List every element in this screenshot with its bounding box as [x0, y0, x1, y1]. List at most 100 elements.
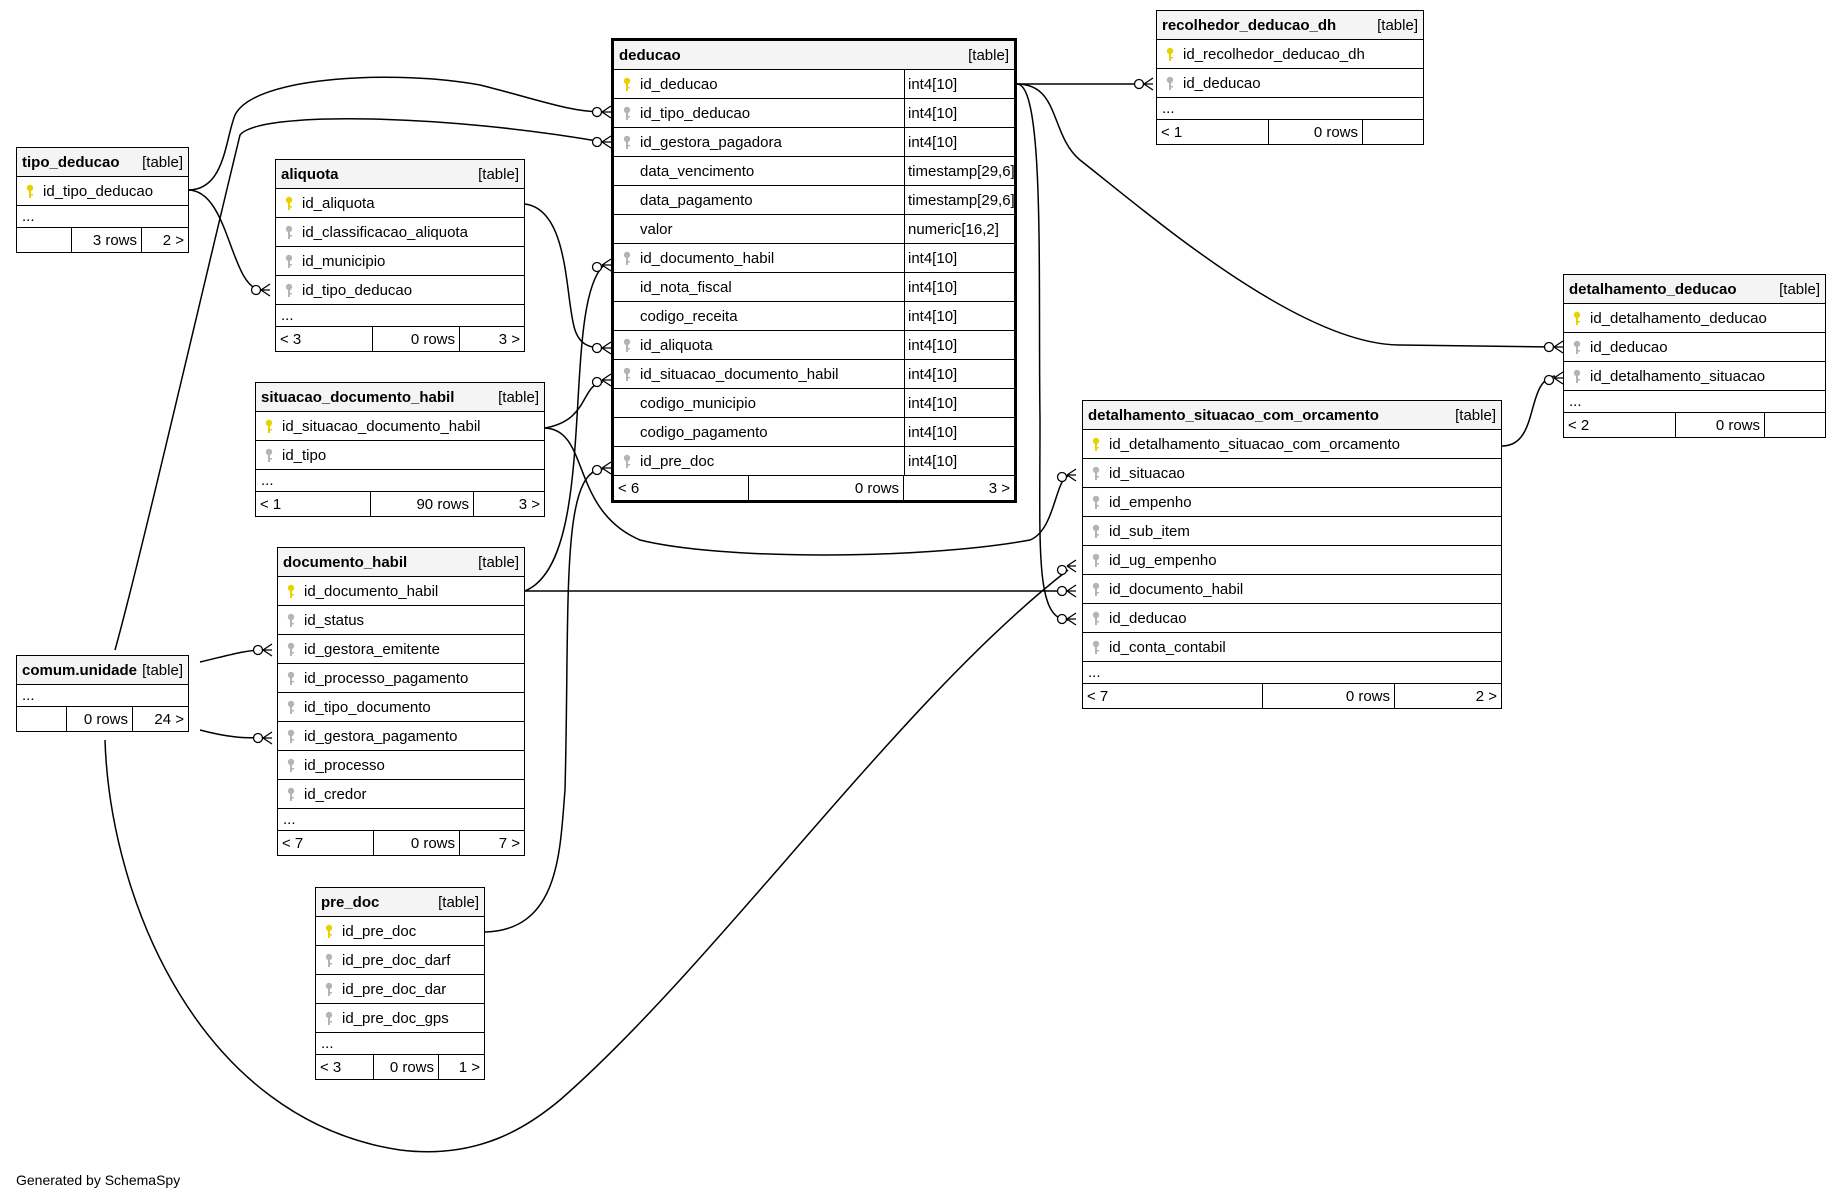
column-row[interactable]: id_sub_item [1083, 517, 1501, 546]
column-row[interactable]: id_tipo_documento [278, 693, 524, 722]
more-columns-ellipsis: ... [256, 470, 544, 492]
children-count[interactable]: 3 > [988, 479, 1010, 497]
table-tipo-deducao[interactable]: tipo_deducao[table]id_tipo_deducao...3 r… [16, 147, 189, 253]
edge-deducao-detalhamento-situacao [1016, 83, 1069, 621]
column-row[interactable]: id_pre_doc_gps [316, 1004, 484, 1033]
column-row[interactable]: id_status [278, 606, 524, 635]
column-row[interactable]: id_detalhamento_situacao [1564, 362, 1825, 391]
column-row[interactable]: id_detalhamento_situacao_com_orcamento [1083, 430, 1501, 459]
foreign-key-icon [1089, 553, 1103, 568]
column-row[interactable]: id_pre_doc_dar [316, 975, 484, 1004]
column-row[interactable]: id_credor [278, 780, 524, 809]
foreign-key-icon [1089, 611, 1103, 626]
column-name: id_tipo_deducao [43, 182, 154, 200]
parents-count[interactable]: < 1 [1157, 120, 1269, 144]
parents-count[interactable]: < 3 [316, 1055, 374, 1079]
column-row[interactable]: id_aliquota [276, 189, 524, 218]
column-row[interactable]: id_deducao [1157, 69, 1423, 98]
column-name: id_pre_doc [342, 922, 417, 940]
table-detalhamento-deducao[interactable]: detalhamento_deducao[table]id_detalhamen… [1563, 274, 1826, 438]
column-row[interactable]: id_classificacao_aliquota [276, 218, 524, 247]
foreign-key-icon [1089, 495, 1103, 510]
parents-count[interactable]: < 1 [256, 492, 371, 516]
column-row[interactable]: id_gestora_pagamento [278, 722, 524, 751]
children-count[interactable]: 1 > [458, 1058, 480, 1076]
column-row[interactable]: id_tipo_deducao [17, 177, 188, 206]
table-situacao-documento-habil[interactable]: situacao_documento_habil[table]id_situac… [255, 382, 545, 517]
parents-count[interactable]: < 7 [278, 831, 374, 855]
foreign-key-icon [284, 787, 298, 802]
parents-count[interactable]: < 7 [1083, 684, 1263, 708]
column-row[interactable]: id_situacao [1083, 459, 1501, 488]
column-row[interactable]: id_municipio [276, 247, 524, 276]
column-row[interactable]: id_documento_habil [1083, 575, 1501, 604]
table-recolhedor-deducao-dh[interactable]: recolhedor_deducao_dh[table]id_recolhedo… [1156, 10, 1424, 145]
parents-count[interactable]: < 2 [1564, 413, 1676, 437]
column-row[interactable]: id_tipo [256, 441, 544, 470]
column-row[interactable]: id_conta_contabil [1083, 633, 1501, 662]
column-row[interactable]: id_ug_empenho [1083, 546, 1501, 575]
column-row[interactable]: id_pre_doc [316, 917, 484, 946]
parents-count[interactable] [17, 228, 72, 252]
children-count[interactable]: 2 > [162, 231, 184, 249]
column-name: codigo_pagamento [640, 423, 768, 441]
children-count[interactable]: 3 > [518, 495, 540, 513]
column-row[interactable]: id_documento_habil [278, 577, 524, 606]
column-row[interactable]: id_tipo_deducao [276, 276, 524, 305]
table-name: detalhamento_deducao [1569, 280, 1737, 298]
edge-unidade-ug-empenho [104, 569, 1069, 1153]
column-row[interactable]: id_deducao [1564, 333, 1825, 362]
column-row[interactable]: id_empenho [1083, 488, 1501, 517]
children-count[interactable] [1765, 413, 1825, 437]
column-name: id_sub_item [1109, 522, 1190, 540]
column-row[interactable]: id_detalhamento_deducao [1564, 304, 1825, 333]
column-row[interactable]: id_processo_pagamento [278, 664, 524, 693]
edge-tipo-deducao-deducao [187, 76, 604, 191]
edge-documento-deducao [524, 265, 604, 592]
column-row[interactable]: id_situacao_documento_habil [256, 412, 544, 441]
column-row[interactable]: id_recolhedor_deducao_dh [1157, 40, 1423, 69]
table-detalhamento-situacao-com-orcamento[interactable]: detalhamento_situacao_com_orcamento[tabl… [1082, 400, 1502, 709]
column-row[interactable]: id_deducao [1083, 604, 1501, 633]
foreign-key-icon [1089, 466, 1103, 481]
column-row[interactable]: id_gestora_emitente [278, 635, 524, 664]
edge-crow-foot [1066, 559, 1077, 573]
primary-key-icon [1089, 437, 1103, 452]
table-header: tipo_deducao[table] [17, 148, 188, 177]
column-row[interactable]: id_processo [278, 751, 524, 780]
table-documento-habil[interactable]: documento_habil[table]id_documento_habil… [277, 547, 525, 856]
children-count[interactable] [1363, 120, 1423, 144]
row-count: 0 rows [1263, 684, 1395, 708]
parents-count[interactable]: < 3 [276, 327, 373, 351]
edge-end-circle [591, 106, 603, 118]
children-count[interactable]: 7 > [498, 834, 520, 852]
column-type: timestamp[29,6] [904, 157, 1015, 185]
children-count[interactable]: 2 > [1475, 687, 1497, 705]
more-columns-ellipsis: ... [1564, 391, 1825, 413]
children-count[interactable]: 3 > [498, 330, 520, 348]
column-row[interactable]: id_pre_doc_darf [316, 946, 484, 975]
parents-count[interactable]: < 6 [614, 476, 749, 500]
children-count[interactable]: 24 > [154, 710, 184, 728]
table-header: detalhamento_deducao[table] [1564, 275, 1825, 304]
parents-count[interactable] [17, 707, 67, 731]
